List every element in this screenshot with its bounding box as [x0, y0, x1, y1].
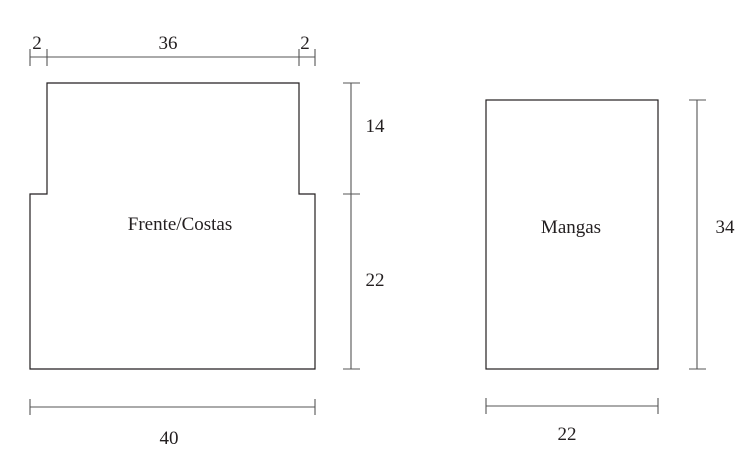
dim-top-middle: 36	[159, 33, 178, 54]
dim-top-left: 2	[32, 33, 42, 54]
front-height-dimension	[343, 82, 360, 370]
front-back-label: Frente/Costas	[128, 214, 233, 235]
dim-sleeves-width: 22	[558, 424, 577, 445]
sleeves-width-dimension	[485, 398, 659, 414]
sleeves-outline	[485, 99, 659, 370]
dim-top-right: 2	[300, 33, 310, 54]
dim-lower-height: 22	[366, 270, 385, 291]
front-width-dimension	[29, 399, 316, 415]
sleeves-label: Mangas	[541, 217, 601, 238]
dim-upper-height: 14	[366, 116, 386, 137]
front-back-outline	[29, 82, 316, 370]
dim-sleeves-height: 34	[716, 217, 736, 238]
dim-width: 40	[160, 428, 179, 449]
sleeves-height-dimension	[689, 99, 706, 370]
top-dimension	[29, 49, 316, 66]
